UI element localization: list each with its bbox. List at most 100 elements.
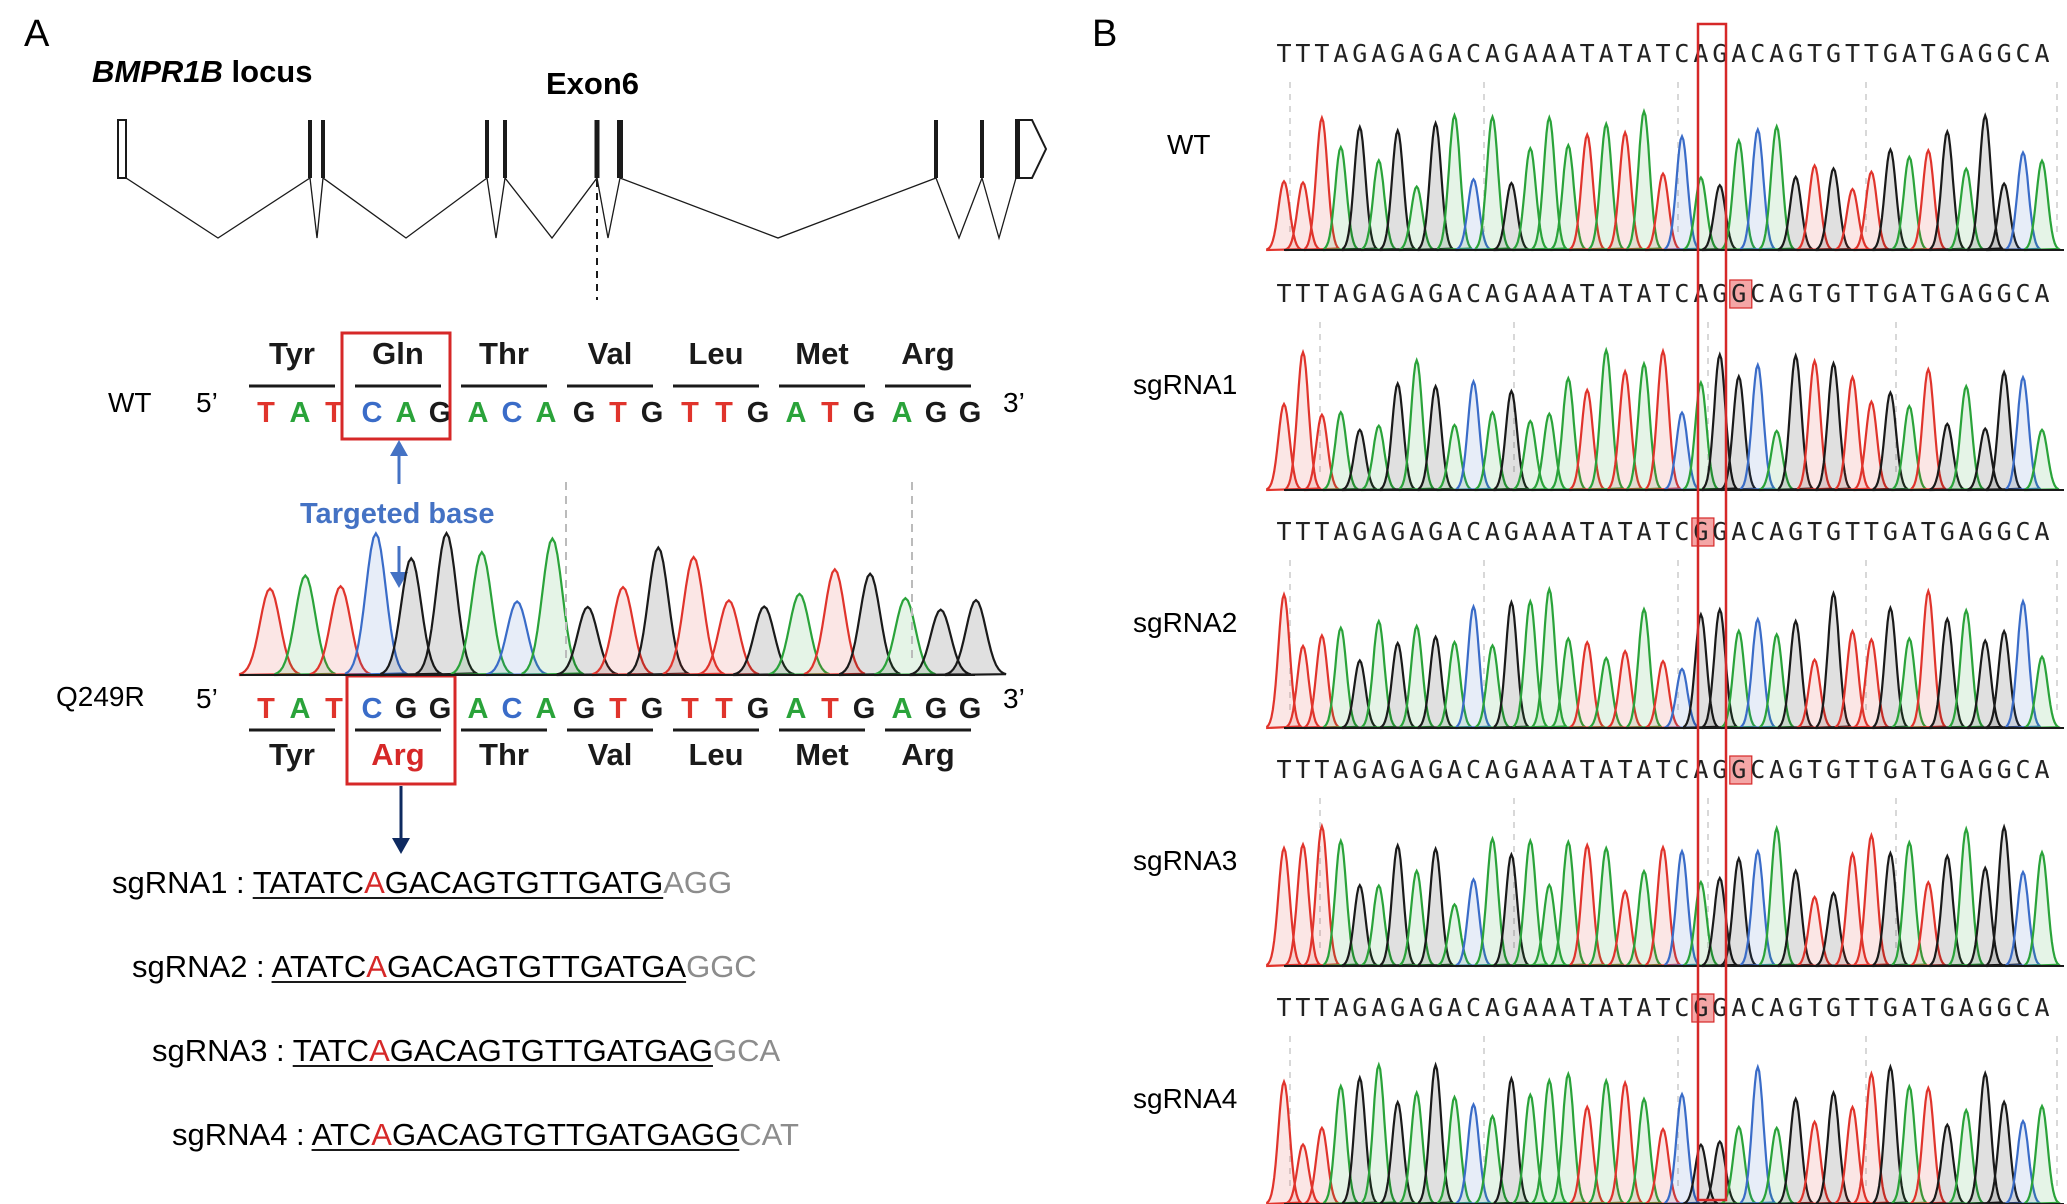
seq-base-41: A xyxy=(2034,279,2049,308)
seq-base-6: A xyxy=(1371,993,1386,1022)
seq-base-13: G xyxy=(1504,279,1519,308)
chromatogram-trace xyxy=(1266,1061,2062,1204)
q249r-chrom-peak-1 xyxy=(238,587,301,677)
seq-base-25: A xyxy=(1731,993,1746,1022)
seq-base-22: C xyxy=(1674,993,1689,1022)
mut-base-21: G xyxy=(959,693,982,725)
seq-base-16: A xyxy=(1561,39,1576,68)
seq-base-9: G xyxy=(1428,39,1443,68)
seq-base-8: A xyxy=(1409,39,1424,68)
row-5-trace-peak-9 xyxy=(1417,1061,1455,1204)
seq-base-24: G xyxy=(1712,39,1727,68)
seq-base-35: T xyxy=(1921,517,1936,546)
seq-base-40: C xyxy=(2016,39,2031,68)
mut-base-9: A xyxy=(536,693,557,725)
seq-base-17: T xyxy=(1580,279,1595,308)
seq-base-5: G xyxy=(1352,517,1367,546)
q249r-chrom-peak-20 xyxy=(909,608,972,677)
chromatogram-trace xyxy=(1266,822,2062,968)
q249r-chrom-peak-10 xyxy=(556,605,619,677)
q249r-chrom-peak-14 xyxy=(697,598,760,677)
sgrna-3: sgRNA3 : TATCAGACAGTGTTGATGAGGCA xyxy=(152,1033,780,1068)
q249r-chrom-peak-19 xyxy=(874,596,936,677)
row-5-trace-peak-1 xyxy=(1266,1078,1304,1204)
row-5-trace-peak-19 xyxy=(1607,1079,1645,1204)
seq-base-28: G xyxy=(1788,755,1803,784)
q249r-chrom-peak-13 xyxy=(662,555,728,677)
seq-base-12: A xyxy=(1485,279,1500,308)
row-4-trace-peak-32 xyxy=(1853,831,1891,968)
seq-base-21: T xyxy=(1655,755,1670,784)
wt-base-5: A xyxy=(396,397,417,429)
seq-base-11: C xyxy=(1466,993,1481,1022)
wt-base-7: A xyxy=(468,397,489,429)
seq-base-8: A xyxy=(1409,279,1424,308)
row-4-trace-peak-18 xyxy=(1588,845,1626,968)
seq-base-7: G xyxy=(1390,755,1405,784)
seq-base-31: T xyxy=(1845,517,1860,546)
seq-base-29: T xyxy=(1807,39,1822,68)
row-4-trace-peak-22 xyxy=(1664,848,1702,968)
seq-base-41: A xyxy=(2034,39,2049,68)
row-4-trace-peak-34 xyxy=(1891,839,1929,968)
seq-base-14: A xyxy=(1523,755,1538,784)
sgrna-2-label: sgRNA2 : xyxy=(132,949,272,984)
row-label: sgRNA3 xyxy=(1133,845,1237,876)
wt-aa-4: Val xyxy=(588,336,633,371)
mut-base-4: C xyxy=(362,693,383,725)
sgrna-3-pam: GCA xyxy=(713,1033,781,1068)
seq-base-26: C xyxy=(1750,755,1765,784)
seq-base-23: G xyxy=(1693,993,1708,1022)
row-5-trace-peak-6 xyxy=(1360,1061,1398,1204)
seq-base-10: A xyxy=(1447,39,1462,68)
sgrna-2-target-base: A xyxy=(366,949,387,984)
row-4-trace-peak-4 xyxy=(1322,837,1360,968)
mut-base-20: G xyxy=(925,693,948,725)
seq-base-35: T xyxy=(1921,279,1936,308)
mut-base-17: T xyxy=(821,693,839,725)
mut-base-12: G xyxy=(641,693,664,725)
mut-five-prime: 5’ xyxy=(196,683,218,714)
seq-base-19: T xyxy=(1618,517,1633,546)
seq-base-16: A xyxy=(1561,279,1576,308)
seq-base-41: A xyxy=(2034,755,2049,784)
seq-base-3: T xyxy=(1314,279,1329,308)
seq-base-36: G xyxy=(1940,39,1955,68)
seq-base-26: C xyxy=(1750,39,1765,68)
seq-base-34: A xyxy=(1902,755,1917,784)
seq-base-12: A xyxy=(1485,39,1500,68)
seq-base-34: A xyxy=(1902,993,1917,1022)
seq-base-15: A xyxy=(1542,993,1557,1022)
row-3-trace-peak-40 xyxy=(2005,598,2043,730)
seq-base-3: T xyxy=(1314,517,1329,546)
edit-site-highlight-box xyxy=(1696,22,1728,1202)
seq-base-37: A xyxy=(1959,517,1974,546)
seq-base-31: T xyxy=(1845,755,1860,784)
wt-row-label: WT xyxy=(108,387,152,418)
row-1-trace-peak-1 xyxy=(1266,179,1305,252)
row-2-trace-peak-13 xyxy=(1493,388,1532,492)
wt-aa-1: Tyr xyxy=(269,336,315,371)
row-2-trace-peak-41 xyxy=(2024,428,2060,492)
seq-base-14: A xyxy=(1523,39,1538,68)
wt-base-9: A xyxy=(536,397,557,429)
seq-base-30: G xyxy=(1826,517,1841,546)
wt-base-16: A xyxy=(786,397,807,429)
q249r-chrom-peak-2 xyxy=(274,573,336,677)
wt-base-11: T xyxy=(609,397,627,429)
row-4-trace-peak-5 xyxy=(1341,882,1381,968)
mut-base-18: G xyxy=(853,693,876,725)
row-3-trace-peak-4 xyxy=(1322,625,1361,730)
row-2-trace-peak-29 xyxy=(1796,357,1834,492)
mut-base-1: T xyxy=(257,693,275,725)
seq-base-23: A xyxy=(1693,279,1708,308)
seq-base-12: A xyxy=(1485,517,1500,546)
seq-base-11: C xyxy=(1466,279,1481,308)
seq-base-2: T xyxy=(1295,993,1310,1022)
seq-base-10: A xyxy=(1447,993,1462,1022)
wt-base-20: G xyxy=(925,397,948,429)
row-1-trace-peak-38 xyxy=(1967,112,2005,252)
panel-a-letter: A xyxy=(24,13,50,55)
seq-base-25: G xyxy=(1731,755,1746,784)
